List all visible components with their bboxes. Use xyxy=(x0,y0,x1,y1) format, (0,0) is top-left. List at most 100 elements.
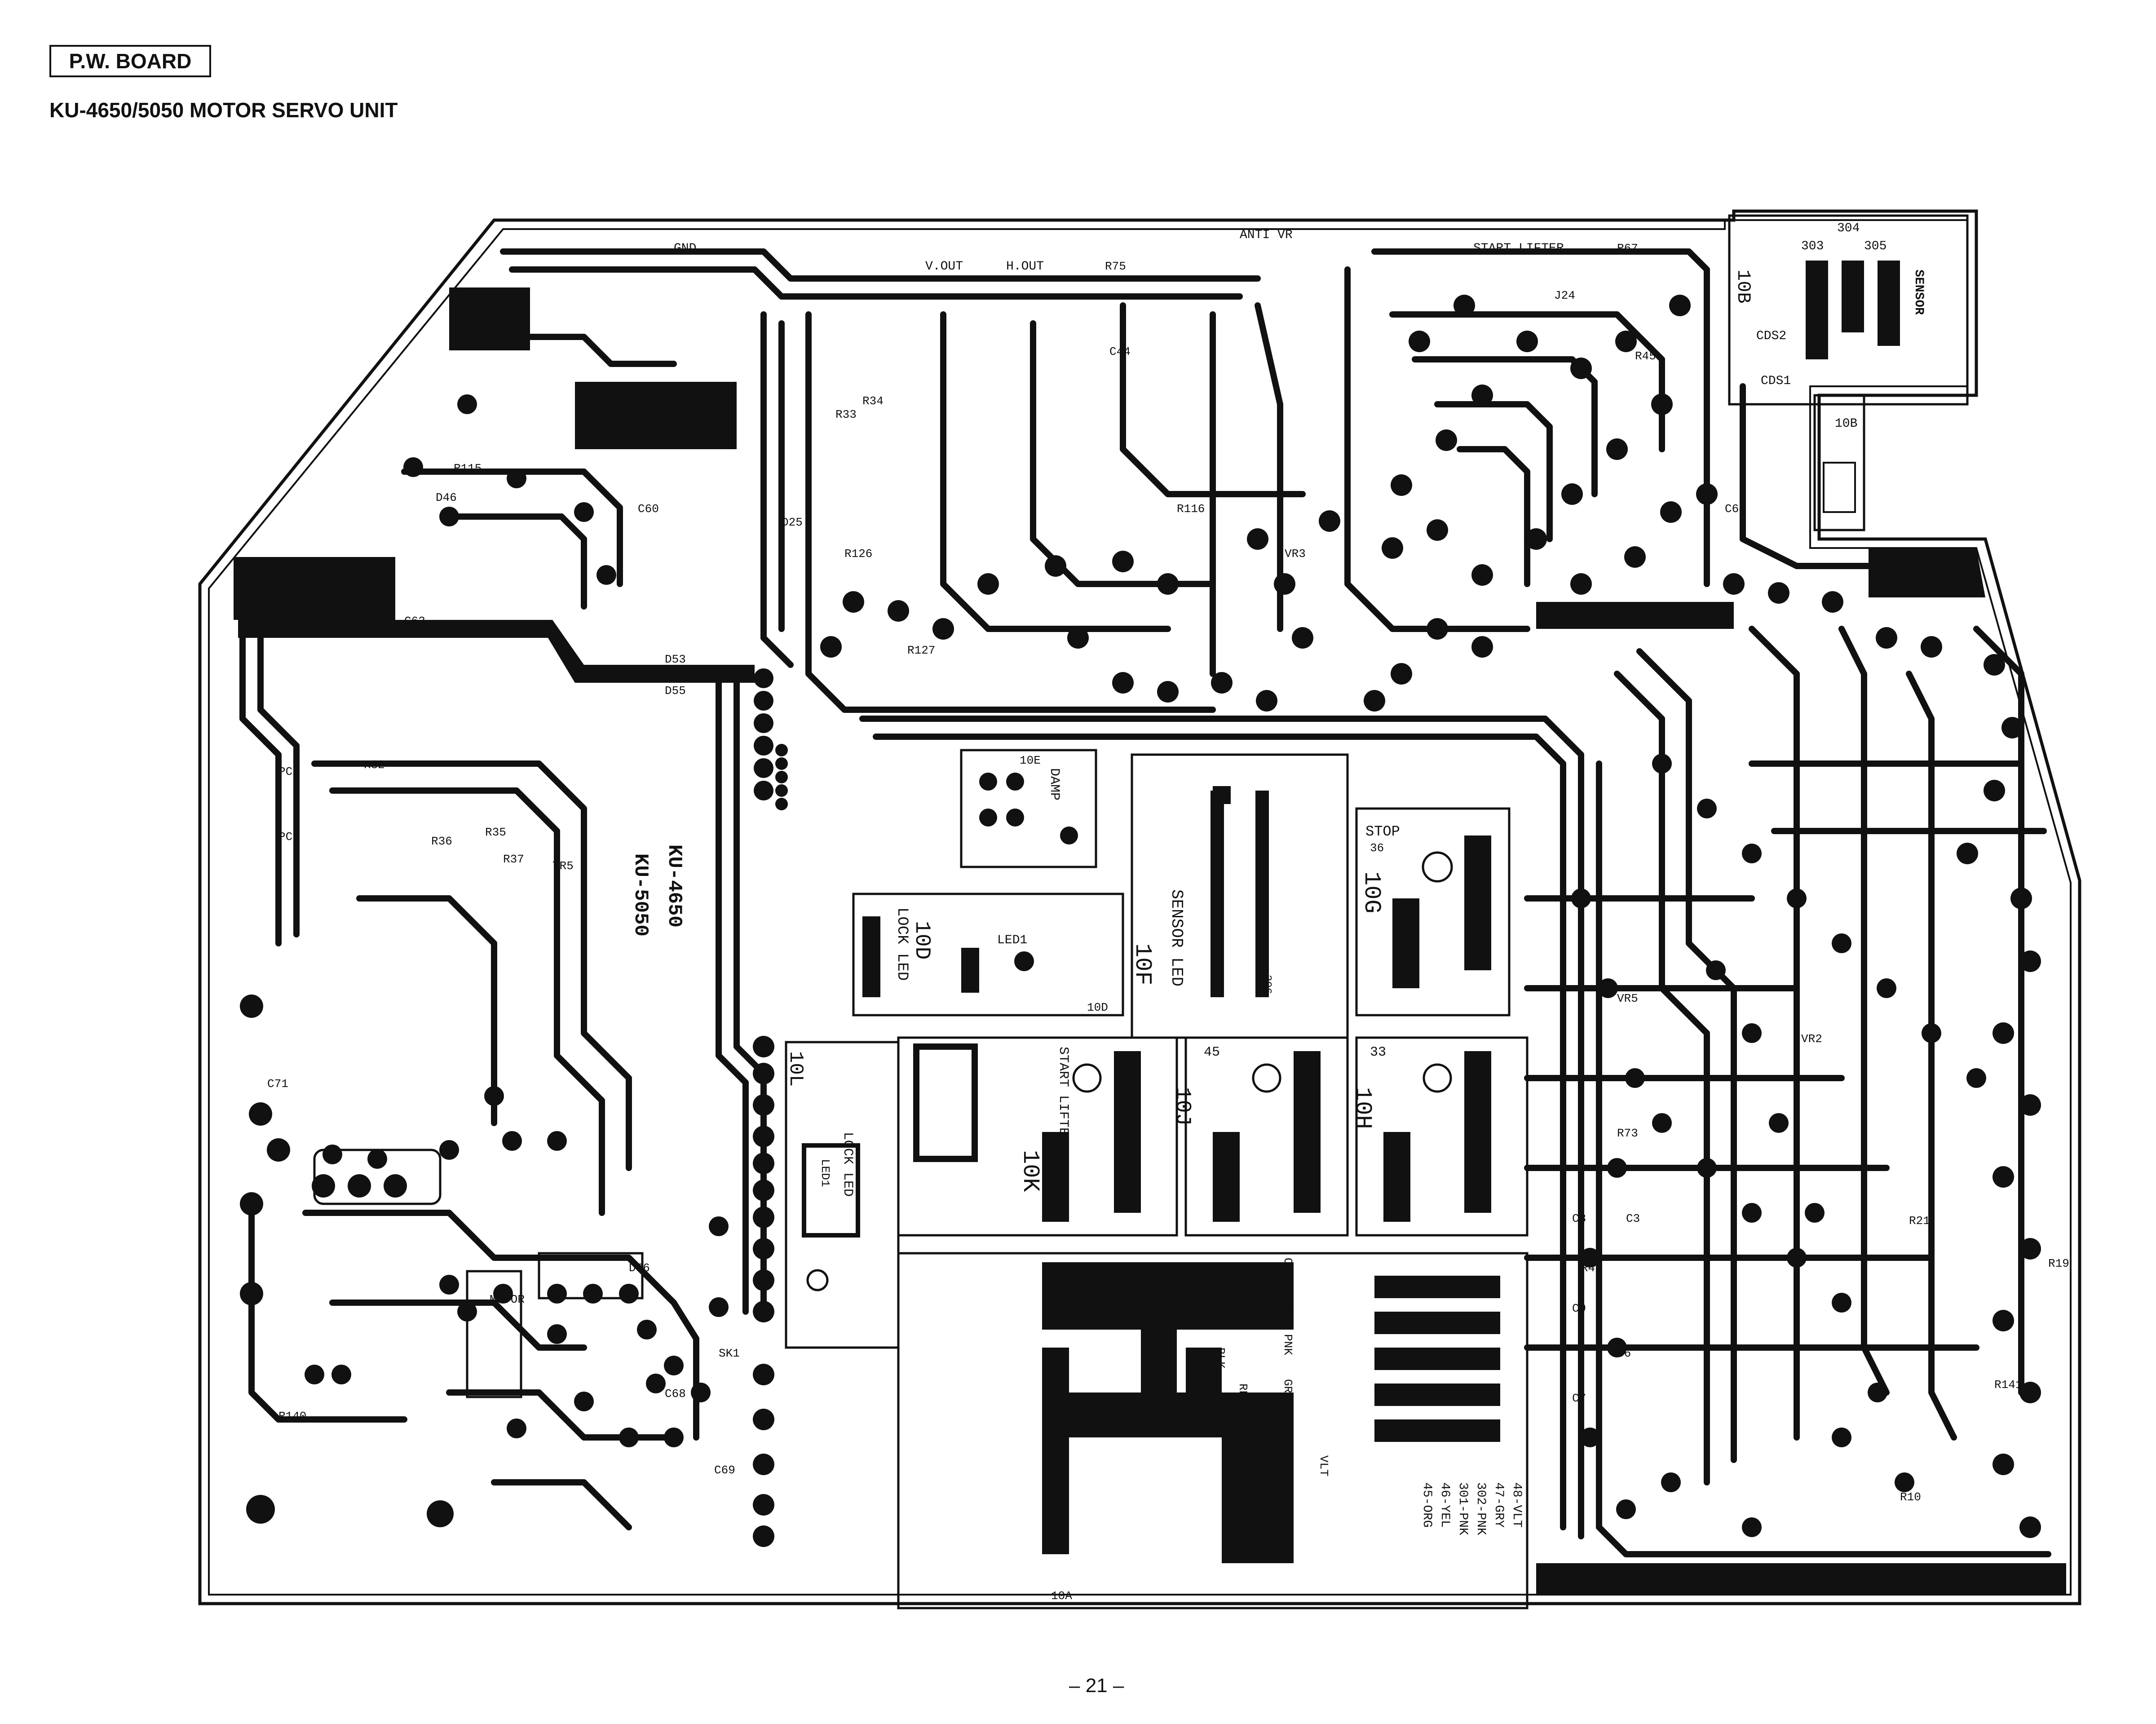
svg-text:10E: 10E xyxy=(1020,754,1041,767)
svg-text:R141: R141 xyxy=(1994,1378,2022,1392)
svg-text:D55: D55 xyxy=(665,684,686,698)
svg-text:45-ORG: 45-ORG xyxy=(1420,1482,1434,1528)
hout-label: H.OUT xyxy=(1006,260,1044,274)
svg-text:R4: R4 xyxy=(1581,1261,1595,1275)
sub-board-10d: LED1 LOCK LED 10D 10D xyxy=(852,893,1124,1017)
svg-text:SK1: SK1 xyxy=(719,1347,740,1360)
solder-pads xyxy=(240,295,2041,1547)
svg-text:R36: R36 xyxy=(431,835,452,848)
svg-text:R75: R75 xyxy=(1105,260,1126,273)
motor-connector xyxy=(313,1149,644,1398)
svg-text:307: 307 xyxy=(1207,975,1219,994)
svg-text:10B: 10B xyxy=(1835,417,1857,431)
svg-text:R33: R33 xyxy=(835,408,857,421)
svg-text:ORG: ORG xyxy=(1281,1258,1294,1279)
svg-text:VR3: VR3 xyxy=(1285,547,1306,561)
sub-board-10f: SENSOR LED 10F 307 306 xyxy=(1129,753,1349,1039)
svg-text:GRN: GRN xyxy=(1214,1410,1227,1432)
svg-text:R88: R88 xyxy=(1626,606,1647,619)
svg-text:10A: 10A xyxy=(1044,1500,1070,1543)
svg-text:PC1: PC1 xyxy=(278,765,300,778)
model-labels: KU-4650 KU-5050 xyxy=(629,844,685,937)
svg-text:STOP: STOP xyxy=(1365,823,1400,840)
sensor-block-id: 10B xyxy=(1732,270,1754,304)
svg-text:R: R xyxy=(1105,1410,1113,1423)
board-outline xyxy=(198,209,2081,1605)
svg-text:R19: R19 xyxy=(2048,1257,2069,1270)
svg-text:C64: C64 xyxy=(1725,502,1746,516)
svg-text:R73: R73 xyxy=(1617,1127,1638,1140)
svg-text:48-VLT: 48-VLT xyxy=(1510,1482,1524,1528)
svg-text:WHT: WHT xyxy=(1236,1303,1250,1324)
svg-text:SENSOR: SENSOR xyxy=(1912,270,1926,315)
svg-text:303: 303 xyxy=(1801,239,1824,253)
sub-board-10h: 33 10H xyxy=(1349,1036,1529,1237)
svg-text:10K: 10K xyxy=(1017,1150,1043,1192)
svg-text:R115: R115 xyxy=(454,462,482,475)
sub-board-10e: 10E DAMP xyxy=(960,749,1097,868)
svg-text:302-PNK: 302-PNK xyxy=(1474,1482,1488,1535)
svg-text:36: 36 xyxy=(1370,841,1384,855)
svg-text:D46: D46 xyxy=(436,491,457,504)
svg-text:D56: D56 xyxy=(629,1261,650,1275)
svg-text:306: 306 xyxy=(1261,975,1273,994)
svg-text:R32: R32 xyxy=(364,758,385,772)
vout-label: V.OUT xyxy=(925,260,963,274)
sub-board-10j: 45 10J xyxy=(1170,1036,1349,1237)
svg-text:33: 33 xyxy=(1370,1045,1386,1060)
sub-board-10g: STOP 36 10G xyxy=(1355,807,1511,1017)
svg-text:J24: J24 xyxy=(1554,289,1575,302)
svg-text:10D: 10D xyxy=(910,921,934,959)
sub-board-10l: 10L LOCK LED LED1 xyxy=(784,1041,900,1349)
svg-text:10F: 10F xyxy=(1129,943,1156,986)
svg-text:SENSOR LED: SENSOR LED xyxy=(1167,889,1186,986)
sub-board-10k: START LIFTER 10K xyxy=(897,1036,1178,1237)
svg-text:C8: C8 xyxy=(1572,1212,1586,1225)
svg-text:R45: R45 xyxy=(1635,349,1656,363)
svg-text:BLE: BLE xyxy=(1214,1280,1227,1301)
svg-text:10D: 10D xyxy=(1087,1001,1108,1014)
svg-text:RED: RED xyxy=(1236,1384,1250,1405)
svg-text:10L: 10L xyxy=(784,1051,807,1087)
svg-text:VLT: VLT xyxy=(1317,1455,1330,1476)
svg-text:C63: C63 xyxy=(404,614,425,628)
svg-text:10H: 10H xyxy=(1349,1087,1376,1129)
top-labels: GND V.OUT H.OUT ANTI VR START LIFTER xyxy=(674,228,1564,274)
svg-text:R34: R34 xyxy=(862,394,884,408)
svg-text:C68: C68 xyxy=(665,1387,686,1401)
svg-text:LOCK LED: LOCK LED xyxy=(840,1132,855,1197)
svg-text:L: L xyxy=(1105,1302,1113,1316)
svg-text:46-YEL: 46-YEL xyxy=(1438,1482,1452,1528)
page-number: – 21 – xyxy=(1069,1675,1124,1697)
svg-text:C3: C3 xyxy=(1626,1212,1640,1225)
wire-legend: 48-VLT 47-GRY 302-PNK 301-PNK 46-YEL 45-… xyxy=(1420,1482,1524,1535)
svg-text:CDS1: CDS1 xyxy=(1761,374,1791,388)
svg-text:305: 305 xyxy=(1864,239,1886,253)
svg-text:MOTOR: MOTOR xyxy=(490,1293,525,1306)
svg-text:C69: C69 xyxy=(714,1463,735,1477)
svg-text:R67: R67 xyxy=(1617,242,1638,255)
svg-text:R10: R10 xyxy=(1900,1490,1921,1504)
anti-vr-label: ANTI VR xyxy=(1240,228,1293,242)
svg-text:D25: D25 xyxy=(782,516,803,529)
svg-text:R127: R127 xyxy=(907,644,935,657)
svg-text:C59: C59 xyxy=(490,291,511,305)
svg-text:304: 304 xyxy=(1837,221,1860,235)
svg-text:LOCK LED: LOCK LED xyxy=(893,907,910,981)
svg-text:PNK: PNK xyxy=(1281,1334,1294,1355)
svg-text:C7: C7 xyxy=(1572,1392,1586,1405)
svg-text:C60: C60 xyxy=(638,502,659,516)
svg-text:10A: 10A xyxy=(1051,1589,1072,1603)
svg-text:GRY: GRY xyxy=(1281,1379,1294,1400)
svg-text:BLK: BLK xyxy=(1214,1348,1227,1369)
svg-text:YEL: YEL xyxy=(1281,1294,1294,1315)
component-labels: C59 C63 D53 D55 D46 R115 C60 R32 PC1 PC2… xyxy=(267,242,2069,1504)
svg-text:CDS2: CDS2 xyxy=(1756,329,1786,343)
svg-text:10J: 10J xyxy=(1170,1087,1194,1126)
svg-text:R37: R37 xyxy=(503,853,524,866)
svg-text:C6: C6 xyxy=(1617,1347,1631,1360)
svg-text:C44: C44 xyxy=(1109,345,1131,358)
svg-text:TR5: TR5 xyxy=(552,859,574,873)
svg-text:47-GRY: 47-GRY xyxy=(1492,1482,1506,1528)
svg-text:LED1: LED1 xyxy=(818,1159,832,1187)
